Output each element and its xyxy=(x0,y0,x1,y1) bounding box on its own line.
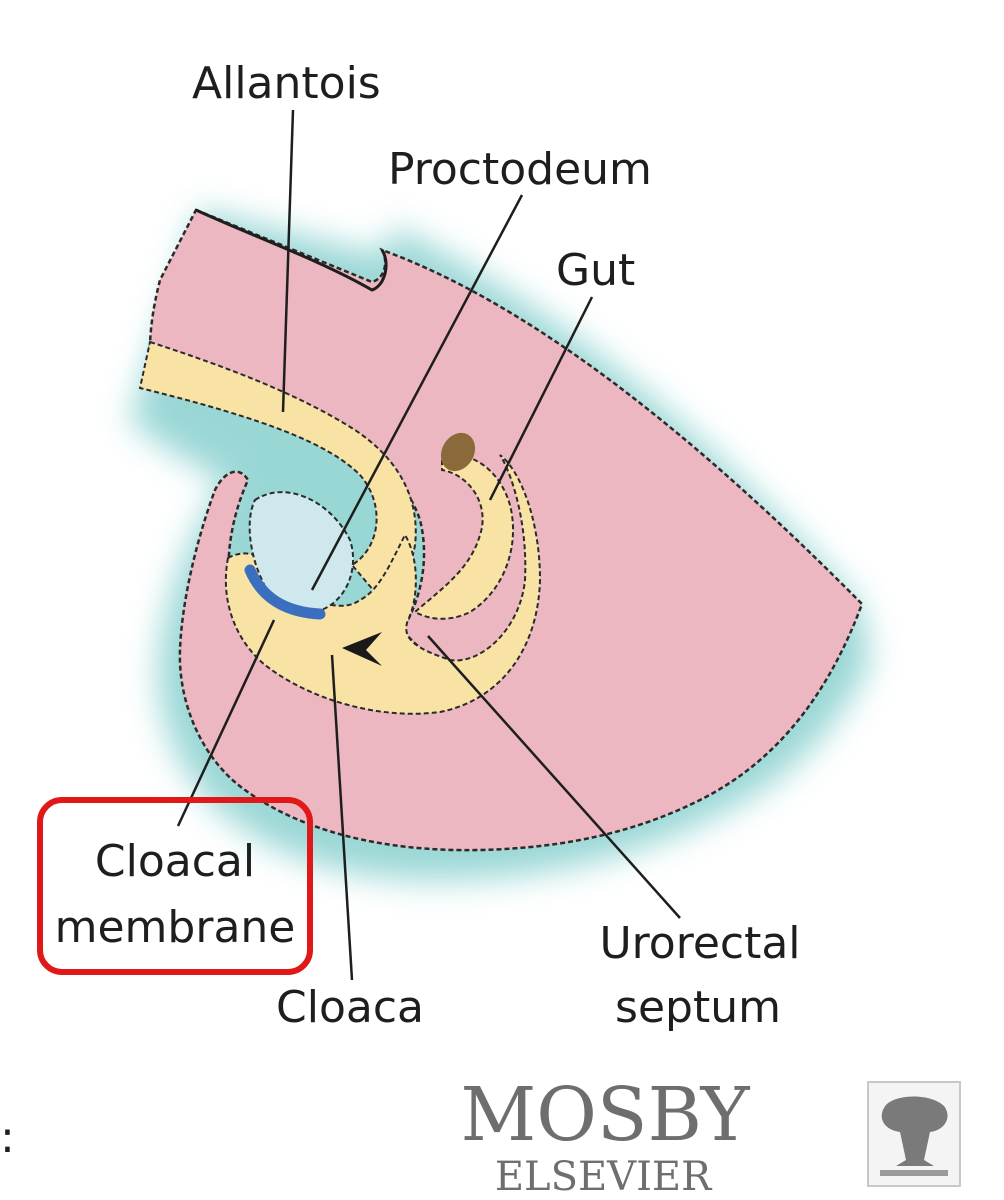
elsevier-tree-logo-icon xyxy=(867,1081,961,1187)
stray-colon: : xyxy=(0,1112,15,1163)
label-urorectal-septum-line1: Urorectal xyxy=(599,918,800,969)
septum-arrowhead-icon xyxy=(342,632,382,666)
label-cloacal-membrane-line2: membrane xyxy=(55,902,296,953)
cloacal-membrane xyxy=(244,564,326,620)
leader-lines xyxy=(176,109,681,981)
leader-proctodeum xyxy=(310,194,524,591)
cloaca-cavity xyxy=(224,454,542,715)
publisher-imprint: ELSEVIER xyxy=(495,1154,713,1200)
label-cloaca: Cloaca xyxy=(276,982,424,1033)
publisher-name: MOSBY xyxy=(460,1072,750,1158)
label-gut: Gut xyxy=(556,245,635,296)
dorsal-edge xyxy=(195,208,388,292)
proctodeum-pit xyxy=(248,491,355,614)
gut-plug xyxy=(440,432,476,472)
leader-gut xyxy=(488,296,594,501)
leader-urorectal xyxy=(427,635,681,919)
label-urorectal-septum-line2: septum xyxy=(615,982,781,1033)
label-cloacal-membrane-line1: Cloacal xyxy=(95,836,255,887)
leader-cloacal xyxy=(176,619,276,827)
label-allantois: Allantois xyxy=(192,58,381,109)
label-proctodeum: Proctodeum xyxy=(388,144,652,195)
leader-cloaca xyxy=(330,654,354,981)
highlight-box xyxy=(37,797,313,975)
gut-tube xyxy=(413,454,514,620)
leader-allantois xyxy=(281,109,295,413)
